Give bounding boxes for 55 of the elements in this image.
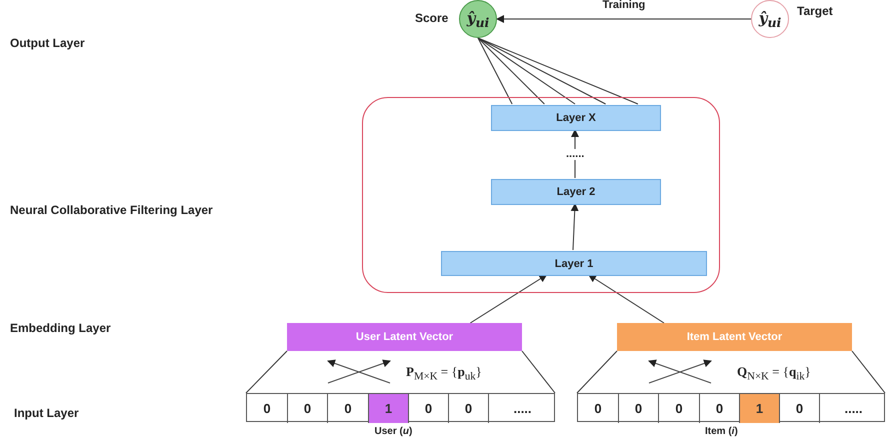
connector-line	[478, 38, 545, 104]
vector-cell: 0	[408, 394, 448, 423]
vector-cell: 1	[739, 394, 779, 423]
layer-name: Embedding Layer	[10, 321, 111, 335]
vector-cell: 0	[578, 394, 618, 423]
node-label: Layer 2	[556, 186, 596, 198]
connector-line	[852, 350, 886, 394]
matrix-formula: Q$_{N×K}$ = {q$_{ik}$}	[737, 364, 811, 383]
arrow	[470, 274, 548, 324]
embedding-bar	[617, 323, 852, 351]
layer-box	[491, 179, 661, 205]
connector-line	[246, 350, 288, 394]
node-label: Layer X	[556, 112, 596, 124]
node-caption: Target	[797, 4, 833, 18]
edge-label: ......	[566, 148, 584, 160]
node-caption: Score	[415, 11, 448, 25]
connector-line	[576, 350, 618, 394]
node-label: Layer 1	[554, 258, 594, 270]
node-caption: Item (i)	[705, 426, 738, 437]
score-circle	[459, 0, 497, 38]
layer-box	[491, 105, 661, 131]
vector-cell: 0	[779, 394, 819, 423]
vector-cell: 0	[618, 394, 658, 423]
target-circle	[751, 0, 789, 38]
vector-cell: 1	[368, 394, 408, 423]
connector-line	[478, 38, 606, 104]
layer-name: Input Layer	[14, 406, 79, 420]
matrix-formula: P$_{M×K}$ = {p$_{uk}$}	[406, 364, 482, 383]
vector-cell: 0	[287, 394, 327, 423]
arrow	[496, 15, 752, 23]
one-hot-vector	[577, 393, 885, 422]
vector-cell: 0	[247, 394, 287, 423]
layer-box	[441, 251, 707, 276]
connector-line	[478, 38, 576, 104]
node-label: ŷ$_{ui}$	[466, 8, 490, 30]
connector-line	[478, 38, 638, 104]
node-label: ŷ$_{ui}$	[758, 8, 782, 30]
embedding-bar	[287, 323, 522, 351]
vector-cell: 0	[658, 394, 699, 423]
layer-name: Output Layer	[10, 36, 85, 50]
connector-line	[522, 350, 556, 394]
vector-cell: 0	[448, 394, 488, 423]
arrow	[588, 274, 664, 324]
layer-name: Neural Collaborative Filtering Layer	[10, 203, 213, 217]
one-hot-vector	[246, 393, 555, 422]
bar-label: Item Latent Vector	[686, 331, 782, 343]
connector-line	[478, 38, 513, 104]
layer-group-box	[362, 97, 720, 293]
node-caption: User (u)	[374, 426, 412, 437]
arrow	[570, 203, 579, 250]
vector-cell: .....	[488, 394, 556, 423]
arrow	[571, 129, 579, 178]
bar-label: User Latent Vector	[356, 331, 454, 343]
vector-cell: .....	[819, 394, 887, 423]
edge-label: Training	[602, 0, 646, 11]
